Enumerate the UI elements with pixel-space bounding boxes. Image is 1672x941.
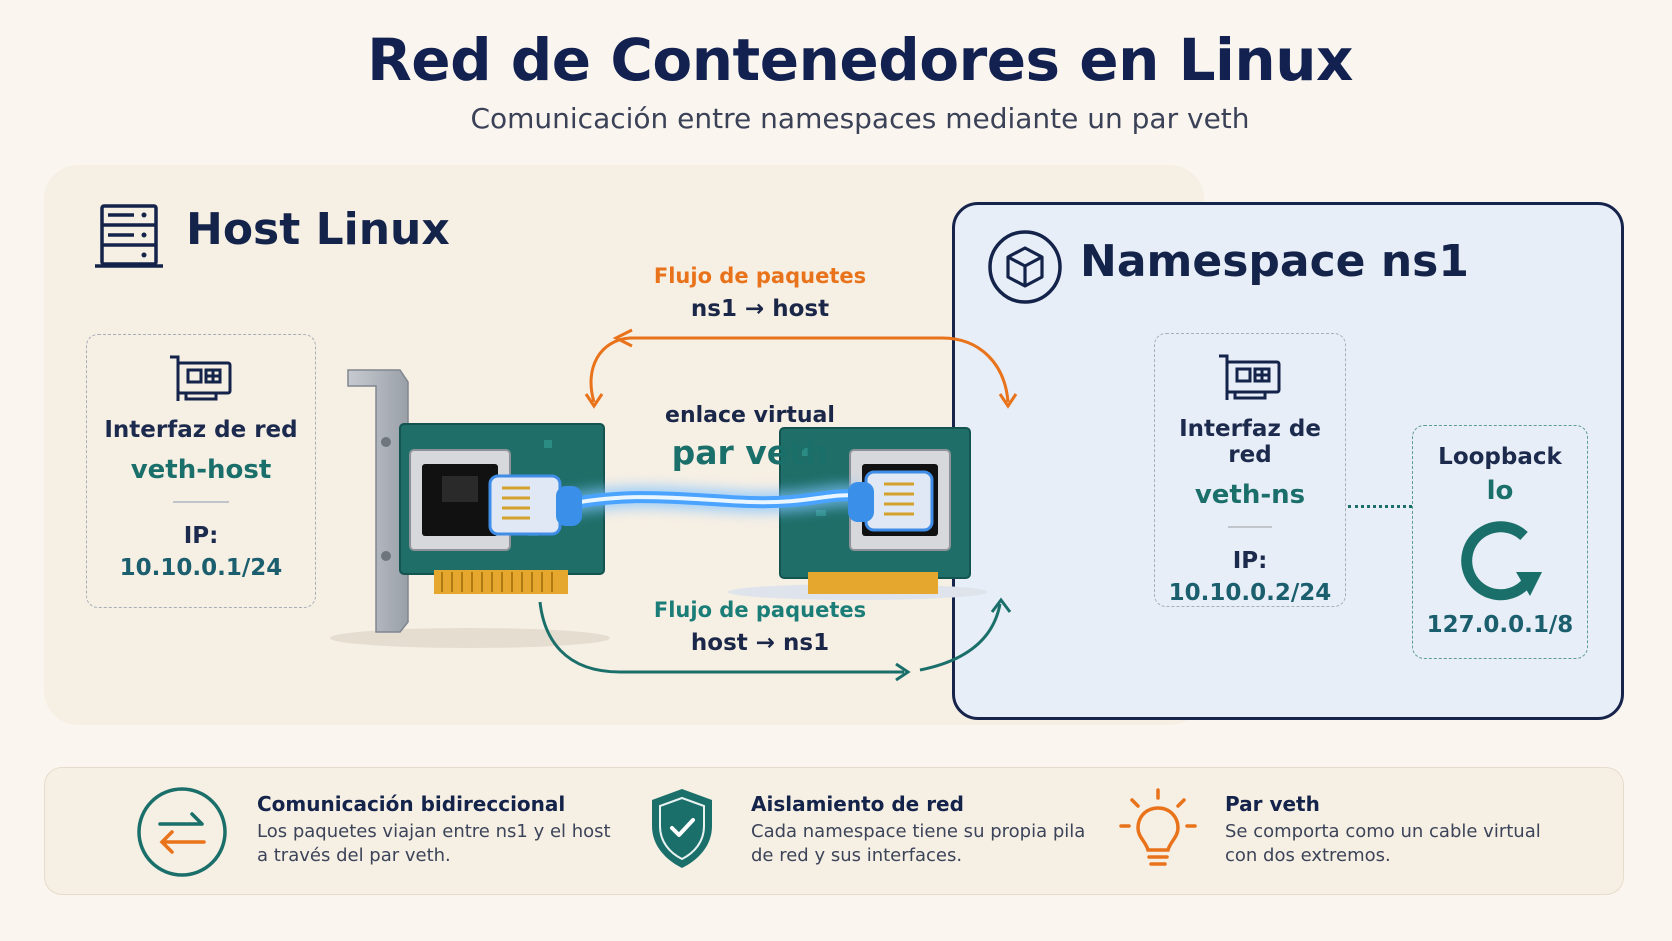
loopback-label: Loopback (1438, 444, 1562, 470)
host-interface-name: veth-host (130, 455, 272, 485)
ns-rj45-connector (848, 470, 934, 532)
page-subtitle: Comunicación entre namespaces mediante u… (470, 102, 1250, 135)
namespace-panel (952, 202, 1624, 720)
flow-bottom-direction: host → ns1 (690, 630, 830, 656)
pci-bracket (347, 369, 409, 633)
network-card-icon (1219, 354, 1281, 400)
lightbulb-icon (1119, 788, 1197, 866)
flow-arrow-ns1-to-host (584, 328, 1018, 409)
divider (1228, 526, 1272, 528)
info-text-bidirectional-2: a través del par veth. (257, 845, 451, 866)
link-caption: enlace virtual (665, 403, 835, 428)
flow-top-direction: ns1 → host (690, 296, 830, 322)
loopback-ip: 127.0.0.1/8 (1426, 612, 1574, 638)
network-card-icon (170, 355, 232, 401)
shield-check-icon (652, 789, 712, 868)
info-title-bidirectional: Comunicación bidireccional (257, 792, 566, 816)
info-title-isolation: Aislamiento de red (751, 792, 964, 816)
divider (173, 501, 229, 503)
loopback-name: lo (1486, 476, 1514, 506)
loopback-card: Loopback lo 127.0.0.1/8 (1412, 425, 1588, 659)
ns-interface-label: Interfaz de red (1179, 416, 1321, 468)
flow-top-label: Flujo de paquetes (653, 264, 867, 288)
veth-illustration (330, 369, 988, 648)
info-text-isolation-2: de red y sus interfaces. (751, 845, 963, 866)
server-icon (95, 204, 163, 268)
host-interface-card: Interfaz de red veth-host IP: 10.10.0.1/… (86, 334, 316, 608)
flow-bottom-label: Flujo de paquetes (653, 598, 867, 622)
info-text-isolation-1: Cada namespace tiene su propia pila (751, 821, 1086, 842)
loop-arrow-icon (1461, 521, 1542, 601)
ns-ip-value: 10.10.0.2/24 (1168, 580, 1332, 606)
flow-arrow-host-to-ns1 (538, 597, 1012, 682)
info-bar (44, 767, 1624, 895)
ns-ip-label: IP: (1232, 548, 1268, 574)
info-title-veth: Par veth (1225, 792, 1320, 816)
host-ip-label: IP: (183, 523, 219, 549)
host-interface-label: Interfaz de red (104, 417, 298, 443)
link-name: par veth (671, 433, 829, 472)
host-title: Host Linux (186, 204, 450, 255)
cube-icon (988, 230, 1062, 304)
info-text-veth-2: con dos extremos. (1225, 845, 1391, 866)
ns-interface-name: veth-ns (1194, 480, 1306, 510)
loopback-connector (1348, 505, 1412, 508)
page-title: Red de Contenedores en Linux (367, 26, 1353, 94)
bidirectional-arrows-icon (137, 787, 227, 877)
host-rj45-connector (488, 474, 582, 536)
ns-interface-card: Interfaz de red veth-ns IP: 10.10.0.2/24 (1154, 333, 1346, 607)
flow-arrows (538, 328, 1018, 682)
namespace-title: Namespace ns1 (1080, 236, 1469, 287)
host-ip-value: 10.10.0.1/24 (119, 555, 283, 581)
info-text-veth-1: Se comporta como un cable virtual (1225, 821, 1541, 842)
info-text-bidirectional-1: Los paquetes viajan entre ns1 y el host (257, 821, 611, 842)
